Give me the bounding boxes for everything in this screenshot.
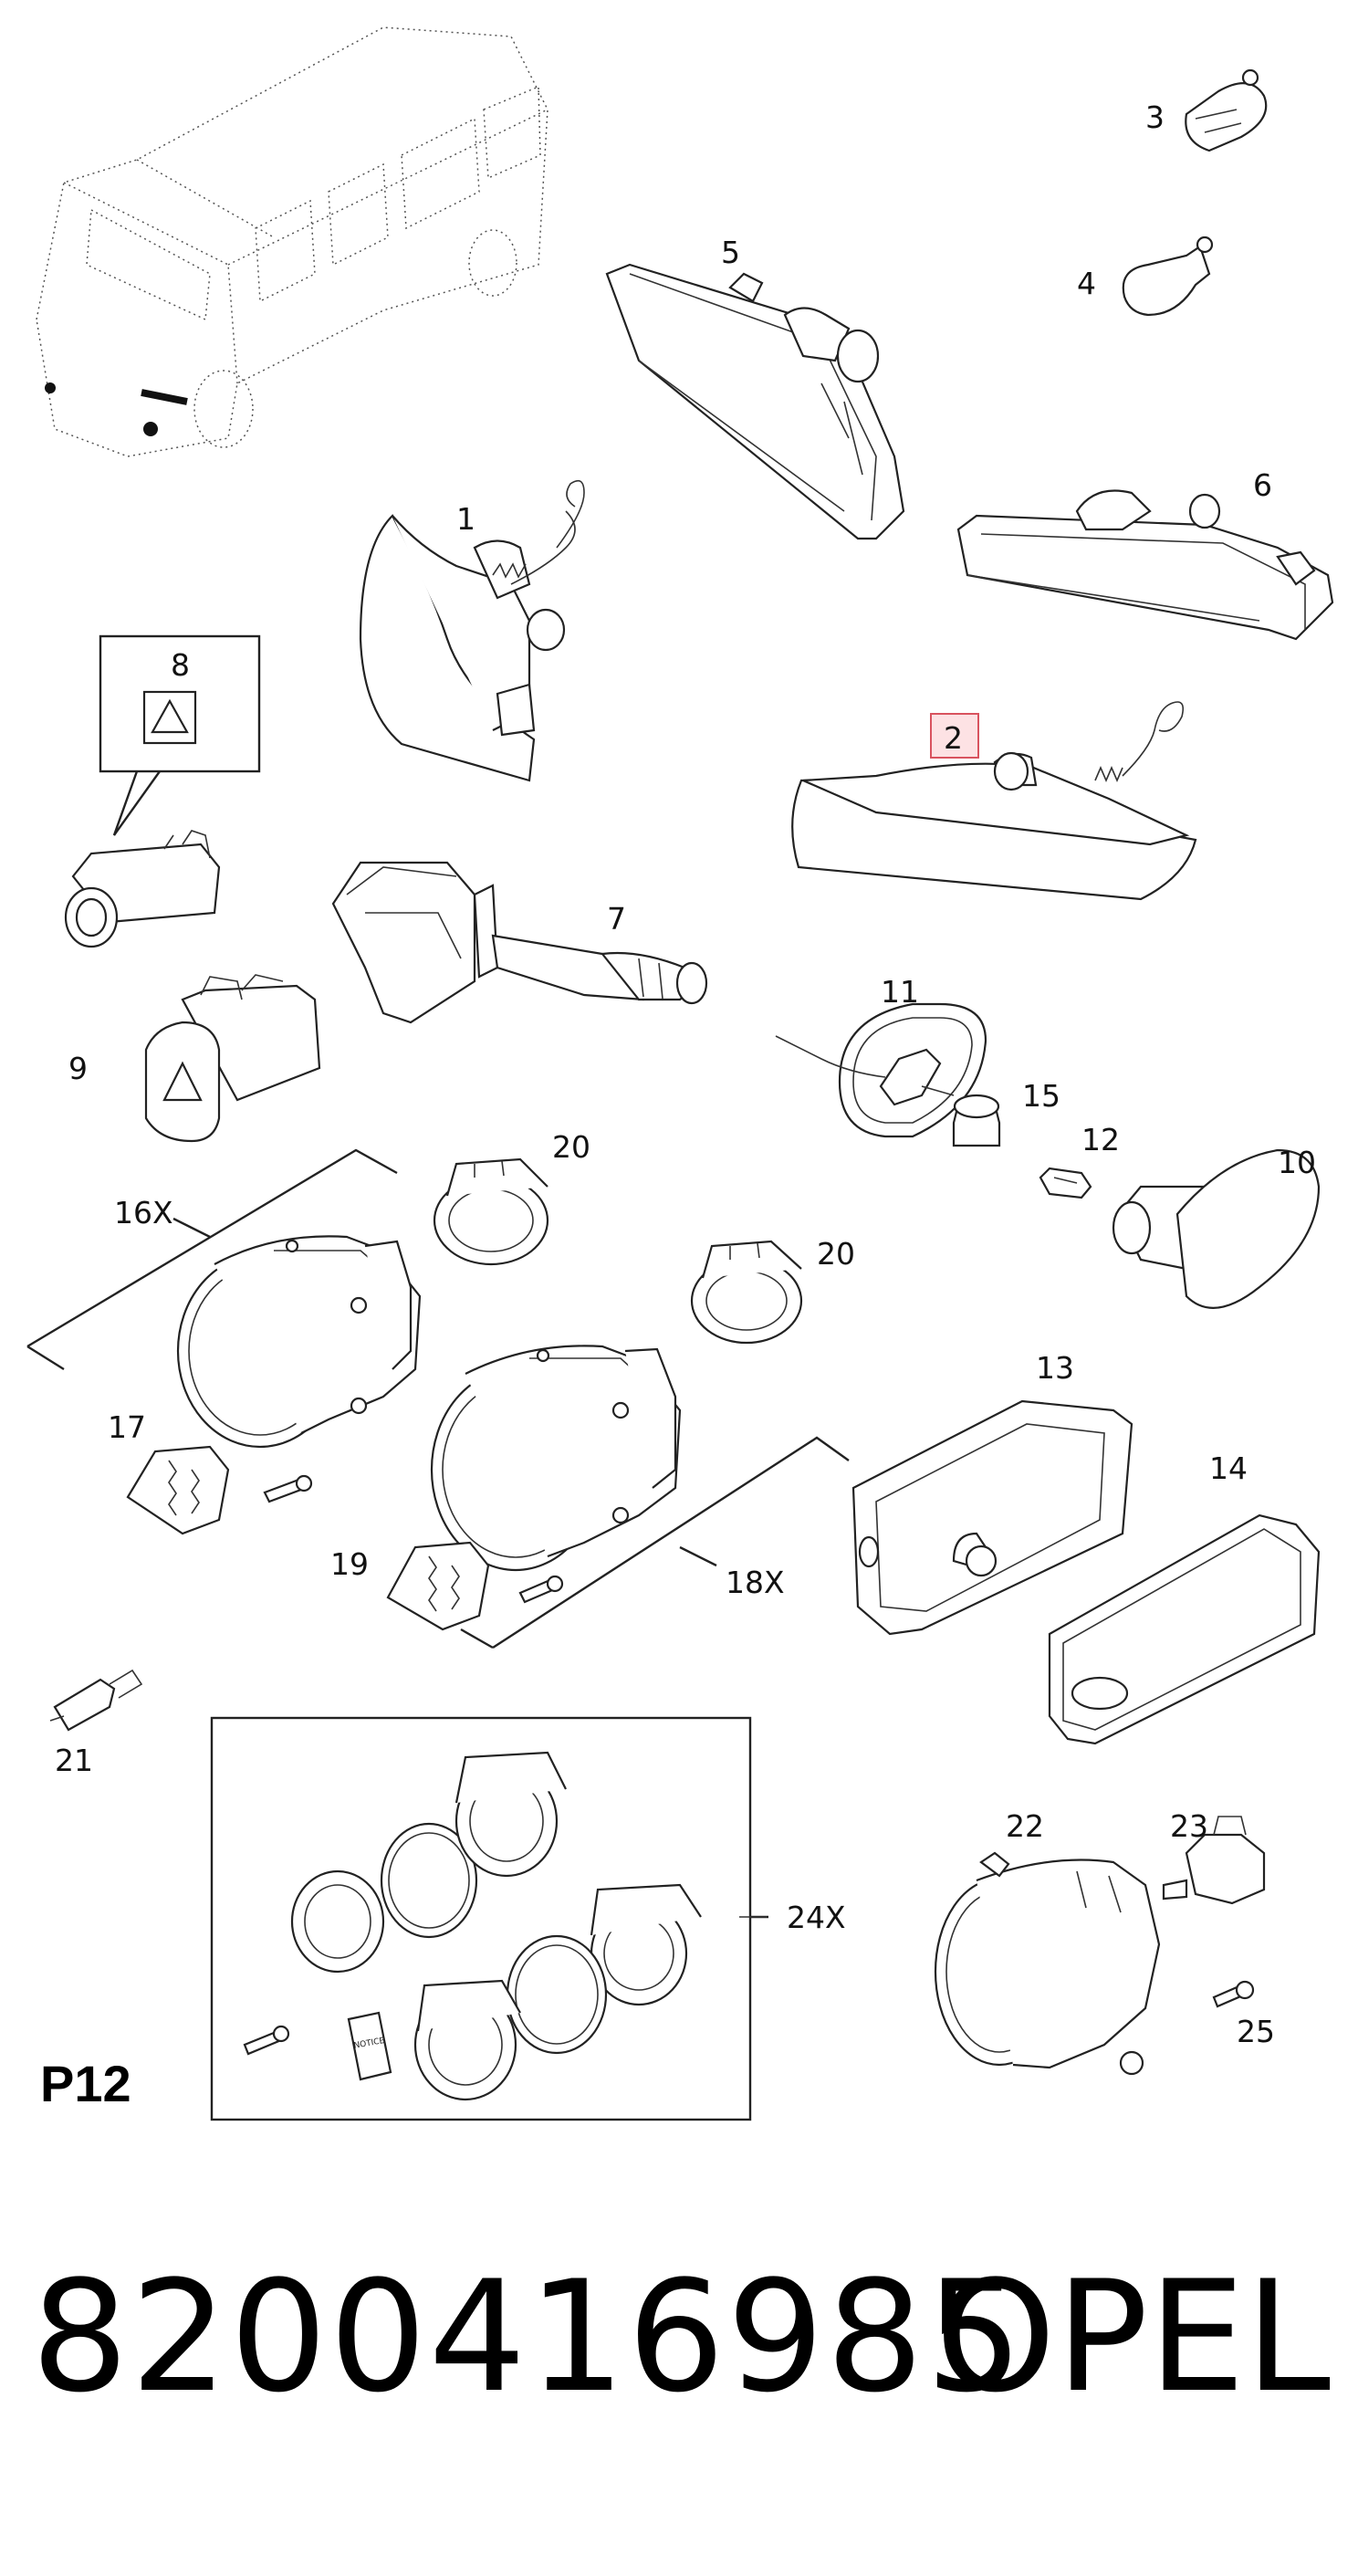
- side-repeater-1: [359, 479, 585, 782]
- adjuster-17: [126, 1445, 313, 1535]
- plate-lens-14: [1048, 1513, 1321, 1745]
- callout-2: 2: [944, 720, 963, 756]
- connector-21: [49, 1669, 143, 1732]
- bulb-12: [1039, 1167, 1092, 1199]
- callout-11: 11: [881, 974, 919, 1010]
- fog-lamp-22: [934, 1851, 1161, 2076]
- repair-kit-24: [210, 1716, 768, 2121]
- fog-lamp-a: [176, 1235, 422, 1449]
- hazard-switch-8: [64, 634, 261, 948]
- callout-19: 19: [330, 1546, 369, 1582]
- part-number: 8200416985: [31, 2247, 1025, 2426]
- callout-6: 6: [1253, 467, 1272, 503]
- page-code: P12: [40, 2055, 131, 2112]
- callout-13: 13: [1036, 1350, 1074, 1386]
- lamp-housing-5: [605, 263, 905, 540]
- bulb-holder-15: [952, 1094, 1001, 1147]
- callout-22: 22: [1006, 1808, 1044, 1844]
- callout-7: 7: [607, 901, 626, 937]
- mounting-ring-20a: [433, 1157, 549, 1266]
- assembly-bracket-16: [26, 1148, 398, 1371]
- callout-17: 17: [108, 1409, 146, 1445]
- callout-25: 25: [1237, 2014, 1275, 2049]
- callout-14: 14: [1209, 1450, 1248, 1486]
- caption-bar: 8200416985 OPEL: [0, 2246, 1358, 2428]
- bulb-23: [1162, 1816, 1266, 1905]
- brand-name: OPEL: [935, 2247, 1331, 2426]
- callout-5: 5: [721, 235, 740, 270]
- hazard-switch-9: [144, 974, 321, 1143]
- bulb-4: [1122, 236, 1214, 317]
- callout-12: 12: [1081, 1122, 1120, 1157]
- callout-21: 21: [55, 1743, 93, 1778]
- side-marker-10: [1112, 1148, 1321, 1309]
- callout-20b: 20: [817, 1236, 855, 1272]
- callout-2-highlight: [930, 713, 979, 759]
- callout-1: 1: [456, 501, 475, 537]
- adjuster-19: [386, 1541, 564, 1631]
- exploded-view-svg: 1 2 3 4 5 6 7 8 9 10 11 12 13 14 15 16X …: [26, 26, 1334, 2121]
- callout-9: 9: [68, 1051, 88, 1086]
- callout-3: 3: [1145, 99, 1165, 135]
- side-repeater-2: [791, 701, 1197, 901]
- callout-4: 4: [1077, 266, 1096, 301]
- mounting-ring-20b: [690, 1240, 803, 1345]
- fog-lamp-b: [430, 1345, 682, 1572]
- callout-24: 24X: [787, 1900, 846, 1935]
- bulb-3: [1185, 68, 1268, 152]
- assembly-bracket-18: [460, 1436, 850, 1649]
- plate-lamp-13: [851, 1399, 1133, 1636]
- callout-8: 8: [171, 647, 190, 683]
- callout-10: 10: [1278, 1145, 1316, 1180]
- callout-20a: 20: [552, 1129, 590, 1165]
- callout-23: 23: [1170, 1808, 1208, 1844]
- van-illustration: [36, 26, 548, 457]
- side-marker-11: [775, 1002, 987, 1138]
- screw-25: [1212, 1980, 1255, 2008]
- lamp-housing-6: [956, 489, 1334, 641]
- callout-18: 18X: [726, 1565, 785, 1600]
- callout-16: 16X: [114, 1195, 173, 1230]
- callout-15: 15: [1022, 1078, 1060, 1114]
- callout-labels: 1 2 3 4 5 6 7 8 9 10 11 12 13 14 15 16X …: [55, 99, 1316, 2051]
- stalk-switch-7: [331, 861, 708, 1024]
